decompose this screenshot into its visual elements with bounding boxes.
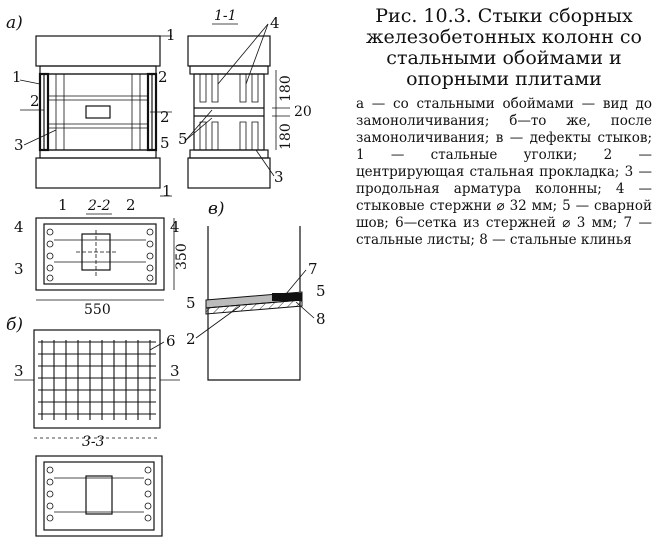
view-b-grouted: б) 6 3 3 — [6, 315, 180, 429]
section-label-2-2: 2-2 — [87, 198, 111, 214]
rebar-circles-2-2 — [46, 228, 154, 282]
mark-2-a-right: 2 — [160, 108, 170, 126]
mark-8: 8 — [316, 310, 326, 328]
plan-outline — [35, 217, 165, 291]
mark-1-top: 1 — [166, 26, 176, 44]
mark-5-a: 5 — [160, 134, 170, 152]
lower-plate — [39, 149, 157, 159]
center-gasket — [85, 105, 111, 119]
mark-1-s22: 1 — [58, 196, 68, 214]
part-label-v: в) — [208, 199, 225, 219]
dim-550: 550 — [84, 302, 111, 318]
mark-3-b-left: 3 — [14, 362, 24, 380]
figure-caption: Рис. 10.3. Стыки сборных железобетонных … — [366, 5, 642, 90]
mark-1-bottom: 1 — [162, 182, 172, 200]
view-section-3-3: 3-3 — [34, 434, 163, 537]
view-section-1-1: 1-1 4 5 3 180 20 180 — [178, 8, 312, 189]
mark-4-s11: 4 — [270, 14, 280, 32]
mark-3-a: 3 — [14, 136, 24, 154]
dim-180-top: 180 — [278, 75, 294, 102]
part-label-a: а) — [6, 13, 23, 33]
mark-3-b-right: 3 — [170, 362, 180, 380]
mark-2-a-left: 2 — [30, 92, 40, 110]
mark-3-s22: 3 — [14, 260, 24, 278]
rebar-circles-3-3 — [46, 466, 152, 522]
section-label-1-1: 1-1 — [214, 8, 237, 24]
steel-wedge — [272, 293, 302, 301]
view-a-elevation: а) 1 1 1 2 3 2 — [6, 13, 176, 200]
view-section-2-2: 2-2 1 2 4 3 4 550 350 — [14, 196, 190, 318]
figure-legend: а — со стальными обоймами — вид до замон… — [356, 96, 652, 248]
mark-3-s11: 3 — [274, 168, 284, 186]
view-v-defects: в) 5 5 7 8 2 — [186, 199, 326, 381]
mark-6: 6 — [166, 332, 176, 350]
mark-7: 7 — [308, 260, 318, 278]
dim-20: 20 — [294, 104, 312, 120]
upper-plate — [39, 65, 157, 75]
steel-mesh — [38, 340, 156, 420]
mark-2-v: 2 — [186, 330, 196, 348]
mark-5-v-right: 5 — [316, 282, 326, 300]
mark-4-s22-left: 4 — [14, 218, 24, 236]
mark-5-s11: 5 — [178, 130, 188, 148]
dim-350: 350 — [174, 243, 190, 270]
mark-2-a-right-top: 2 — [158, 68, 168, 86]
dim-180-bottom: 180 — [278, 123, 294, 150]
part-label-b: б) — [6, 315, 23, 335]
lower-column — [35, 157, 161, 189]
mark-4-s22-right: 4 — [170, 218, 180, 236]
upper-column — [35, 35, 161, 67]
joint-zone — [43, 73, 153, 151]
mark-5-v-left: 5 — [186, 294, 196, 312]
section-label-3-3: 3-3 — [82, 434, 105, 450]
mark-2-s22: 2 — [126, 196, 136, 214]
mark-1-a: 1 — [12, 68, 22, 86]
